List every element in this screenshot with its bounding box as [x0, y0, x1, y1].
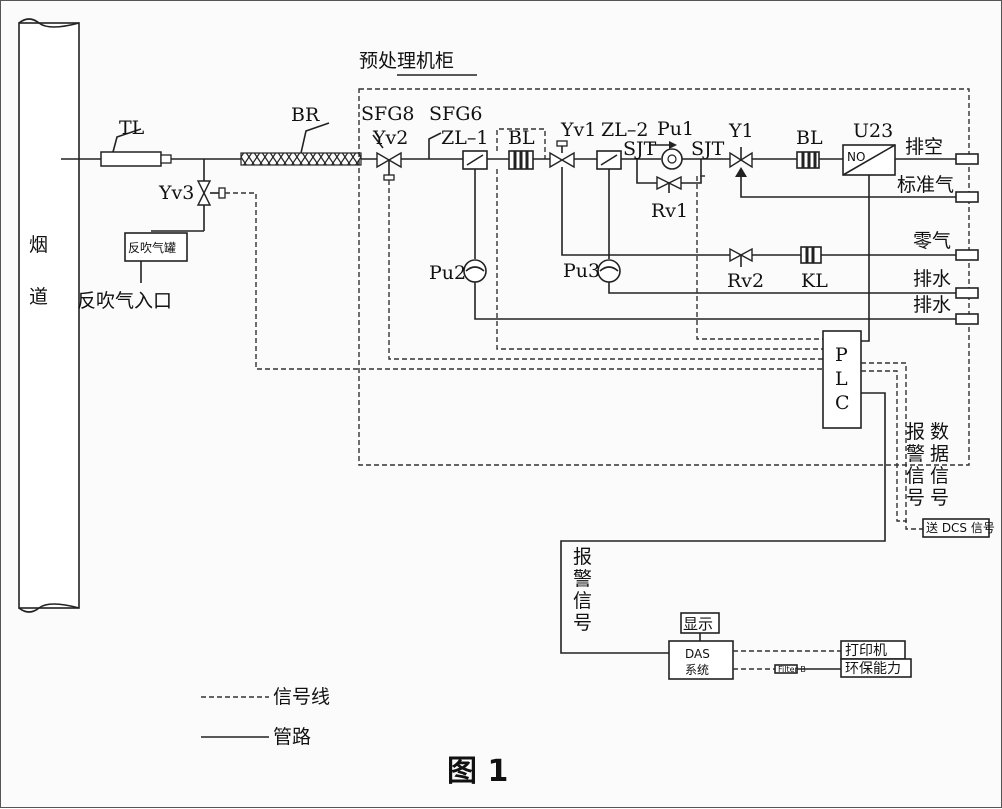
valve-rv1: [656, 175, 682, 193]
sfg6-label: SFG6: [429, 103, 482, 125]
cooler-zl1: [462, 150, 488, 170]
standard-gas-pipe: [740, 177, 956, 198]
valve-yv2: [372, 134, 402, 181]
cabinet-boundary: [358, 88, 970, 466]
flue-duct: 烟: [18, 18, 80, 613]
valve-yv3: [196, 180, 226, 206]
pump-pu2: [463, 259, 487, 283]
filter-kl: [800, 246, 822, 264]
pu1-label: Pu1: [657, 118, 694, 140]
outlet-fittings: [955, 153, 979, 325]
yv3-label: Yv3: [158, 182, 194, 204]
valve-rv2: [729, 247, 753, 267]
no-label: NO: [847, 150, 865, 164]
plc-box: [822, 330, 862, 429]
zero-gas-pipe: [561, 167, 956, 256]
blowback-inlet-label: 反吹气入口: [77, 290, 172, 312]
pu2-label: Pu2: [429, 262, 466, 284]
valve-y1: [729, 147, 753, 177]
alarm-line-das: [560, 392, 886, 654]
plc-letter-c: C: [835, 392, 850, 414]
signal-yv2-plc: [388, 180, 831, 360]
analyzer-plc-line: [861, 175, 870, 342]
signal-pu1-plc: [696, 175, 831, 340]
alarm-left-4: 号: [573, 612, 592, 634]
tl-label: TL: [119, 117, 145, 139]
zl2-label: ZL–2: [601, 119, 648, 141]
heated-line-br: [240, 152, 362, 166]
filter-bl2: [796, 151, 820, 169]
u23-label: U23: [853, 120, 893, 142]
drain-pipe-1: [608, 282, 956, 294]
dcs-label: 送 DCS 信号: [926, 520, 995, 535]
alarm-left-3: 信: [573, 590, 592, 612]
flue-label-1: 烟: [29, 234, 48, 256]
data-signal-3: 信: [930, 465, 949, 487]
flue-label-2: 道: [29, 286, 48, 308]
figure-caption: 图 1: [447, 754, 508, 789]
legend-pipe-label: 管路: [273, 726, 311, 748]
yv1-label: Yv1: [560, 119, 596, 141]
drain-pipe-2: [474, 282, 956, 320]
outlet-standard-gas: 标准气: [897, 174, 954, 196]
kl-label: KL: [801, 270, 828, 292]
pump-pu3: [597, 259, 621, 283]
outlet-zero-gas: 零气: [913, 230, 951, 252]
display-label: 显示: [683, 615, 713, 633]
analyzer-u23: NO: [842, 144, 896, 176]
alarm-right-1: 报: [906, 421, 925, 443]
y1-label: Y1: [728, 120, 754, 142]
zl1-label: ZL–1: [441, 127, 488, 149]
valve-yv1: [549, 140, 575, 169]
data-signal-2: 据: [930, 443, 949, 465]
yv2-label: Yv2: [372, 127, 408, 149]
sfg8-label: SFG8: [361, 103, 414, 125]
plc-letter-l: L: [835, 368, 848, 390]
plc-letter-p: P: [835, 344, 848, 366]
rv2-label: Rv2: [727, 270, 764, 292]
rv1-label: Rv1: [651, 200, 688, 222]
printer-label: 打印机: [845, 642, 887, 659]
das-box: [668, 640, 734, 680]
br-label: BR: [291, 104, 320, 126]
alarm-right-2: 警: [906, 443, 925, 465]
legend-signal-label: 信号线: [273, 686, 330, 708]
sjt1-label: SJT: [623, 138, 657, 160]
alarm-right-4: 号: [906, 487, 925, 509]
cabinet-label: 预处理机柜: [359, 50, 454, 72]
dcs-box: [922, 518, 990, 538]
data-signal-1: 数: [930, 421, 949, 443]
outlet-drain-2: 排水: [913, 294, 951, 316]
signal-bl-plc: [496, 169, 831, 350]
signal-data-dcs: [861, 362, 923, 530]
probe-tl: TL: [61, 117, 172, 167]
das-label: DAS: [685, 647, 710, 661]
tiny-box-label: Filter B: [778, 665, 806, 674]
pu3-label: Pu3: [563, 260, 600, 282]
alarm-right-3: 信: [906, 465, 925, 487]
outlet-vent: 排空: [905, 136, 943, 158]
filter-bl1: [508, 150, 534, 170]
cooler-zl2: [596, 150, 622, 170]
sjt2-label: SJT: [691, 138, 725, 160]
alarm-left-2: 警: [573, 568, 592, 590]
env-label: 环保能力: [845, 661, 901, 677]
bl2-label: BL: [796, 127, 823, 149]
alarm-left-1: 报: [573, 546, 592, 568]
data-signal-4: 号: [930, 487, 949, 509]
outlet-drain-1: 排水: [913, 268, 951, 290]
blowback-tank-label: 反吹气罐: [128, 240, 176, 255]
env-box: [840, 658, 912, 678]
bl1-label: BL: [508, 127, 535, 149]
das-label-system: 系统: [685, 663, 709, 677]
blowback-tank: [124, 232, 188, 262]
